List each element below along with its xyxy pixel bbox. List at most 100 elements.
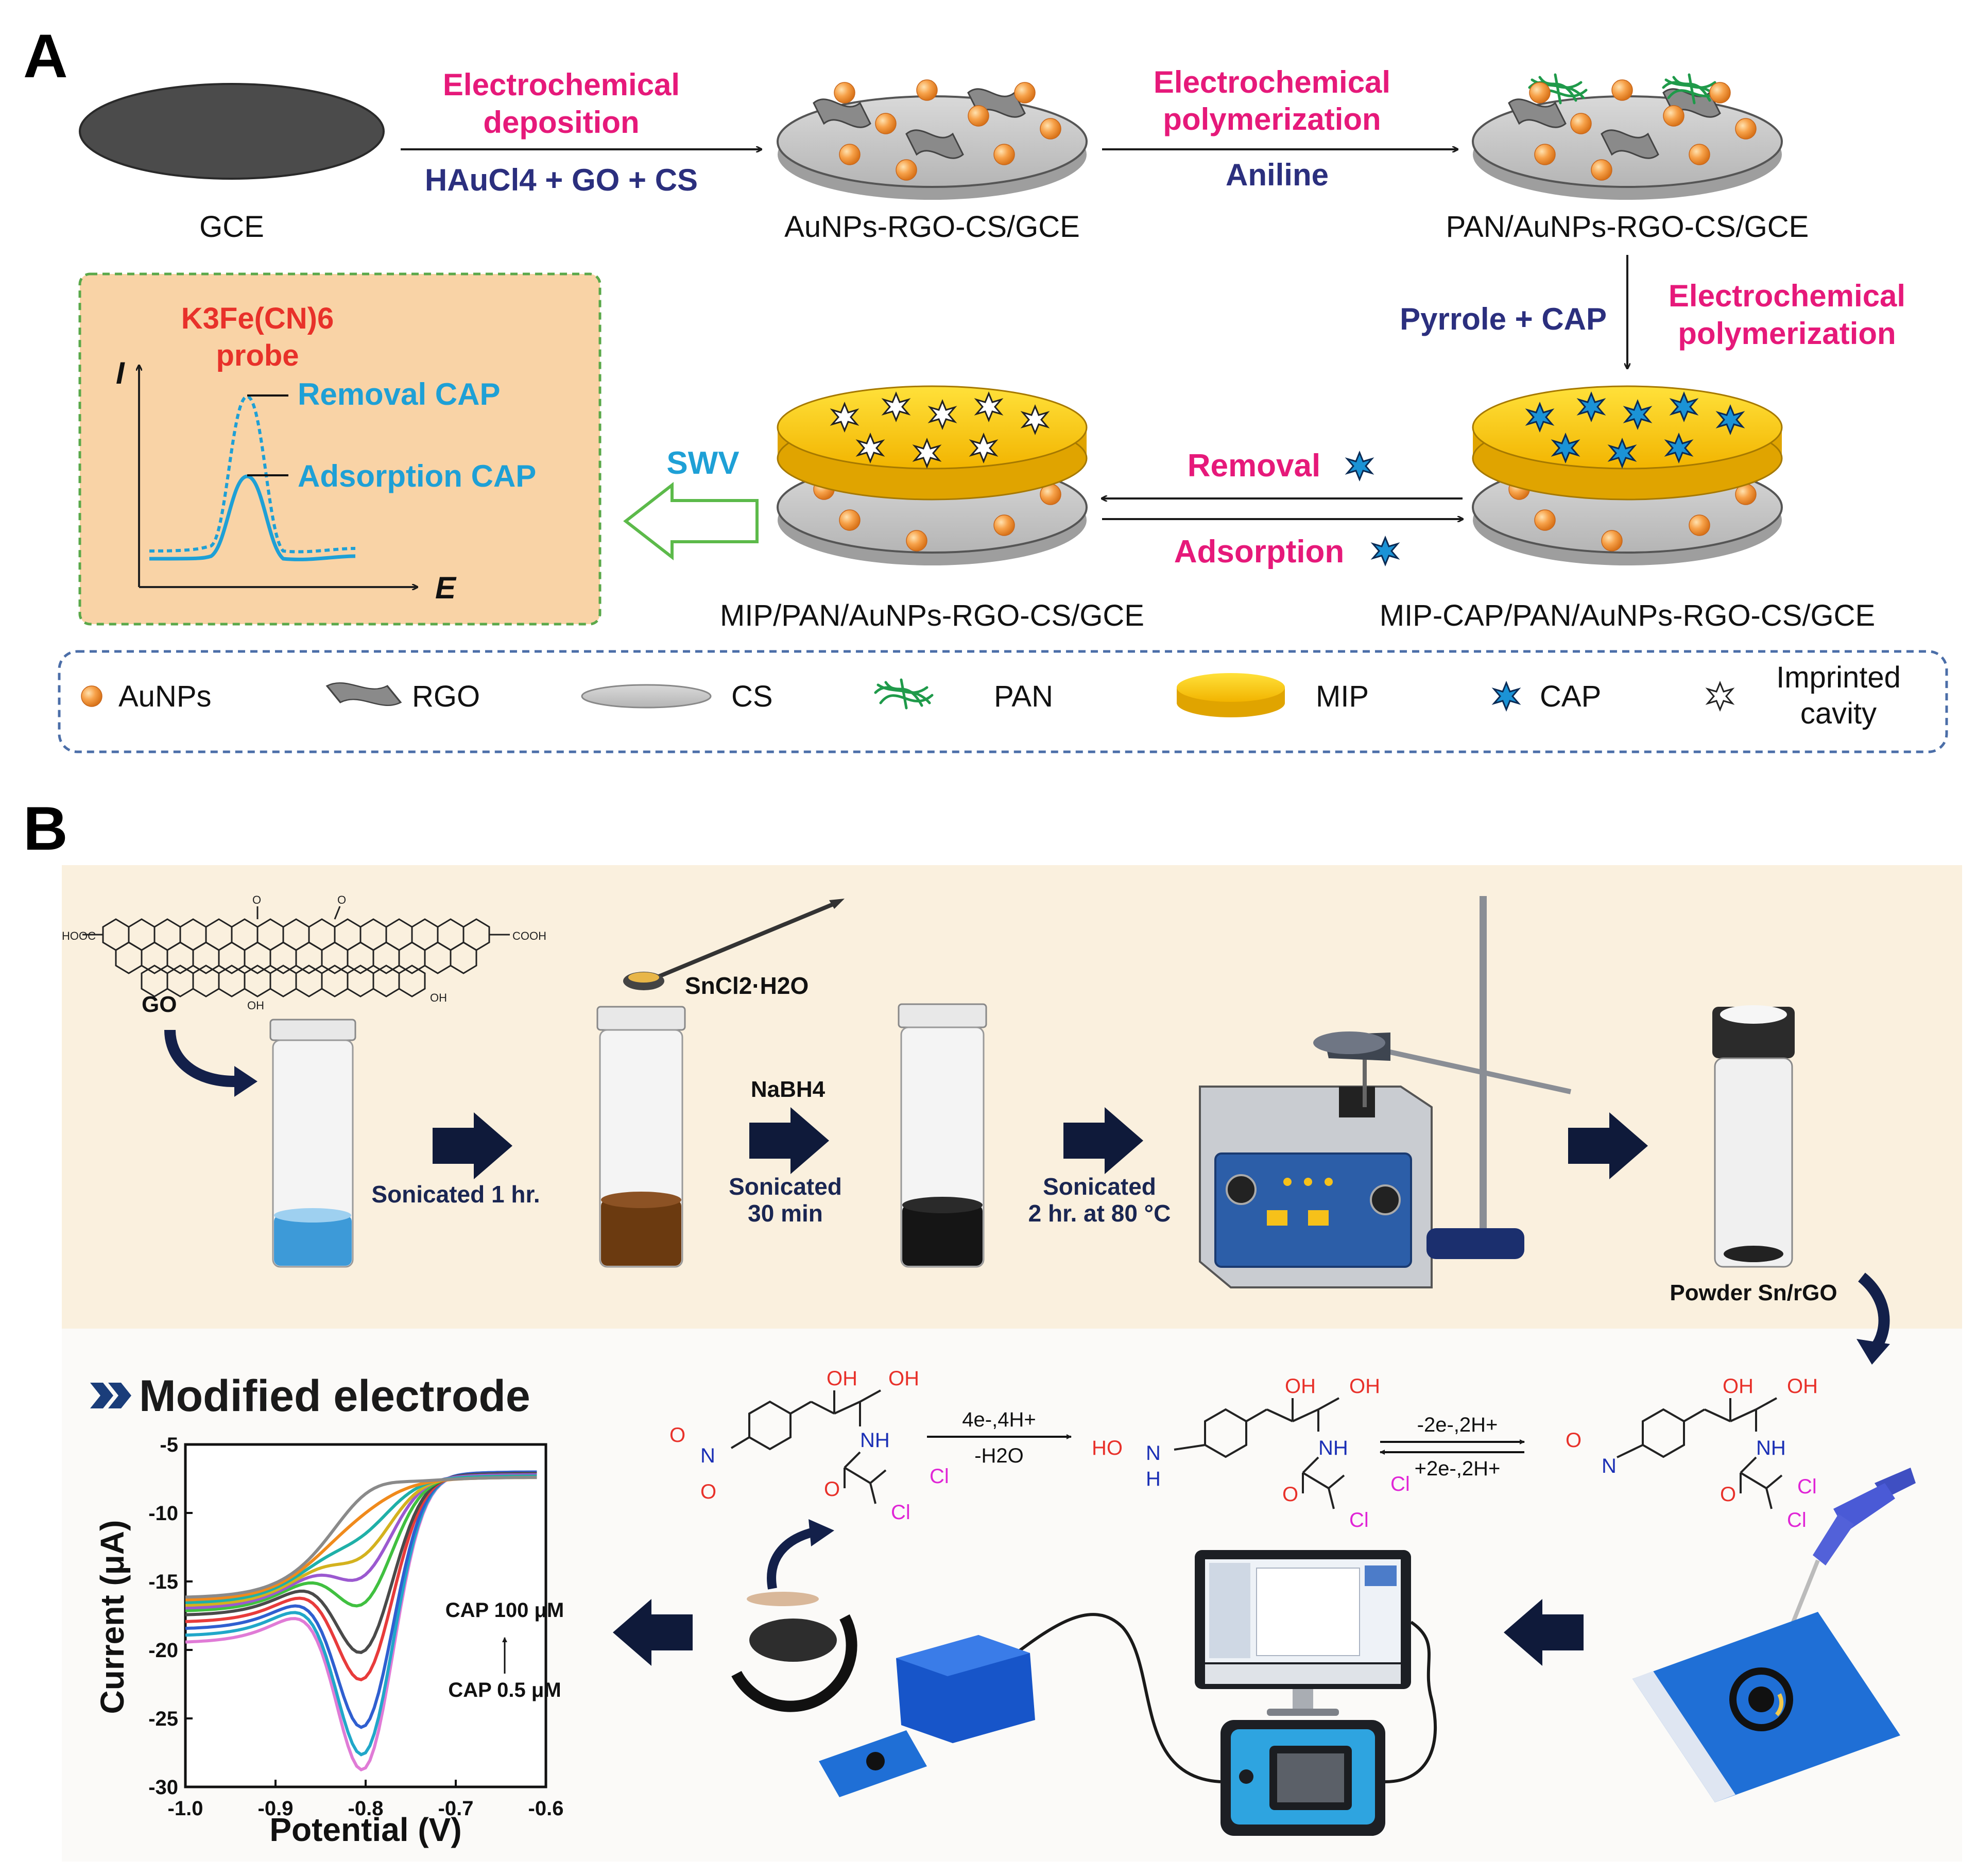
powder-curved-arrowhead (1856, 1339, 1890, 1365)
step3-title-line2: polymerization (1678, 316, 1896, 351)
step1-title-line1: Electrochemical (443, 67, 680, 102)
legend-aunps-icon (81, 685, 102, 707)
swv-chart: -1.0-0.9-0.8-0.7-0.6-5-10-15-20-25-30 Po… (94, 1434, 564, 1848)
step2-reagents: Aniline (1226, 158, 1329, 192)
step1-title-line2: deposition (483, 105, 639, 140)
cap-oh-1: OH (827, 1367, 857, 1390)
vial-go-solution (269, 1019, 356, 1268)
legend-cs: CS (731, 680, 773, 713)
chart-annotation-bottom: CAP 0.5 μM (448, 1679, 561, 1701)
nitroso-structure (1617, 1397, 1783, 1509)
legend-cavity-line2: cavity (1800, 697, 1877, 730)
chart-xtick-label: -0.7 (438, 1797, 474, 1820)
go-o-2: O (337, 893, 346, 906)
to-chart-bold-arrow (613, 1599, 693, 1666)
go-cooh: COOH (512, 930, 546, 942)
chloramphenicol-structure (730, 1389, 887, 1504)
screen-printed-electrode (1632, 1612, 1900, 1802)
probe-axis-i: I (116, 356, 125, 390)
hyd-oh-2: OH (1349, 1375, 1380, 1398)
step3-bold-arrow (1063, 1107, 1143, 1174)
legend-mip: MIP (1316, 680, 1369, 713)
hydroxylamine-structure (1174, 1397, 1345, 1509)
aunps-rgo-cs-electrode (777, 79, 1088, 200)
chart-series-line-11 (185, 1476, 537, 1599)
node2-label: PAN/AuNPs-RGO-CS/GCE (1446, 210, 1809, 244)
closeup-curved-arrowhead (809, 1519, 834, 1546)
nit-o2: O (1720, 1483, 1736, 1506)
legend-cavity-line1: Imprinted (1776, 661, 1901, 694)
cap-no2-o2: O (700, 1481, 716, 1503)
nit-nh: NH (1756, 1437, 1786, 1459)
mip-electrode (777, 385, 1088, 565)
electrode-connector (819, 1635, 1035, 1797)
legend-cs-icon (581, 684, 712, 709)
probe-line1: K3Fe(CN)6 (181, 302, 334, 335)
chart-annotation-top: CAP 100 μM (445, 1599, 564, 1622)
nit-o: O (1566, 1429, 1581, 1452)
chart-ytick-label: -5 (160, 1434, 178, 1456)
to-potentiostat-bold-arrow (1504, 1599, 1584, 1666)
legend-pan: PAN (994, 680, 1053, 713)
step4-bold-arrow (1568, 1112, 1648, 1179)
node4-label: MIP/PAN/AuNPs-RGO-CS/GCE (720, 599, 1144, 632)
adsorption-cap-label: Adsorption CAP (298, 459, 536, 493)
step1-bold-arrow (433, 1112, 512, 1179)
sncl2-label: SnCl2·H2O (685, 972, 809, 999)
closeup-curved-arrow (767, 1527, 815, 1590)
chart-ytick-label: -15 (148, 1571, 178, 1593)
panel-a-letter: A (23, 22, 68, 91)
chart-ytick-label: -10 (148, 1502, 178, 1525)
cap-o: O (824, 1478, 840, 1501)
chart-ytick-label: -20 (148, 1639, 178, 1662)
cap-cl-2: Cl (891, 1501, 910, 1524)
chart-ytick-label: -25 (148, 1708, 178, 1730)
electrode-surface-closeup (731, 1592, 857, 1712)
chart-ytick-label: -30 (148, 1776, 178, 1799)
cap-cl-1: Cl (930, 1465, 949, 1488)
hyd-n: N (1146, 1442, 1161, 1465)
step3-title-line1: Electrochemical (1669, 279, 1905, 313)
cap-no2-o: O (669, 1424, 685, 1447)
cap-nh: NH (860, 1429, 890, 1452)
nit-oh-2: OH (1787, 1375, 1818, 1398)
step2-title-line1: Electrochemical (1154, 65, 1390, 99)
legend-box (58, 650, 1948, 753)
step2-line1: Sonicated (729, 1173, 842, 1200)
go-o-1: O (252, 893, 261, 906)
probe-box (78, 272, 601, 626)
step2-line2: 30 min (748, 1200, 823, 1227)
modified-electrode-title: Modified electrode (139, 1371, 530, 1421)
nit-oh-1: OH (1723, 1375, 1753, 1398)
step1-sonication: Sonicated 1 hr. (371, 1181, 540, 1208)
legend-mip-icon (1177, 673, 1285, 717)
hyd-o: O (1282, 1483, 1298, 1506)
probe-line2: probe (216, 339, 299, 372)
legend-aunps: AuNPs (118, 680, 212, 713)
powder-curved-arrow (1858, 1272, 1890, 1353)
gce-electrode (79, 83, 385, 180)
node3-label: MIP-CAP/PAN/AuNPs-RGO-CS/GCE (1380, 599, 1876, 632)
hyd-cl-1: Cl (1390, 1473, 1410, 1495)
potentiostat-device (1220, 1720, 1385, 1836)
hyd-oh-1: OH (1285, 1375, 1316, 1398)
ring-stand (1313, 896, 1572, 1259)
hyd-cl-2: Cl (1349, 1509, 1369, 1531)
reaction1-bottom: -H2O (974, 1444, 1024, 1467)
chart-xtick-label: -1.0 (168, 1797, 203, 1820)
vial-reduced (898, 1003, 987, 1268)
chevron-icon (90, 1383, 131, 1408)
go-oh-1: OH (247, 999, 264, 1012)
pan-aunps-electrode (1472, 75, 1783, 200)
swv-arrow (623, 481, 759, 561)
reaction2-top: -2e-,2H+ (1417, 1414, 1498, 1436)
step3-line2: 2 hr. at 80 °C (1028, 1200, 1171, 1227)
powder-label: Powder Sn/rGO (1670, 1280, 1837, 1305)
nit-cl-2: Cl (1787, 1509, 1807, 1531)
vial-powder (1712, 1005, 1795, 1268)
chart-xtick-label: -0.9 (258, 1797, 294, 1820)
hyd-ho: HO (1092, 1437, 1123, 1459)
cap-no2-n: N (700, 1444, 715, 1467)
hyd-nh: NH (1318, 1437, 1348, 1459)
